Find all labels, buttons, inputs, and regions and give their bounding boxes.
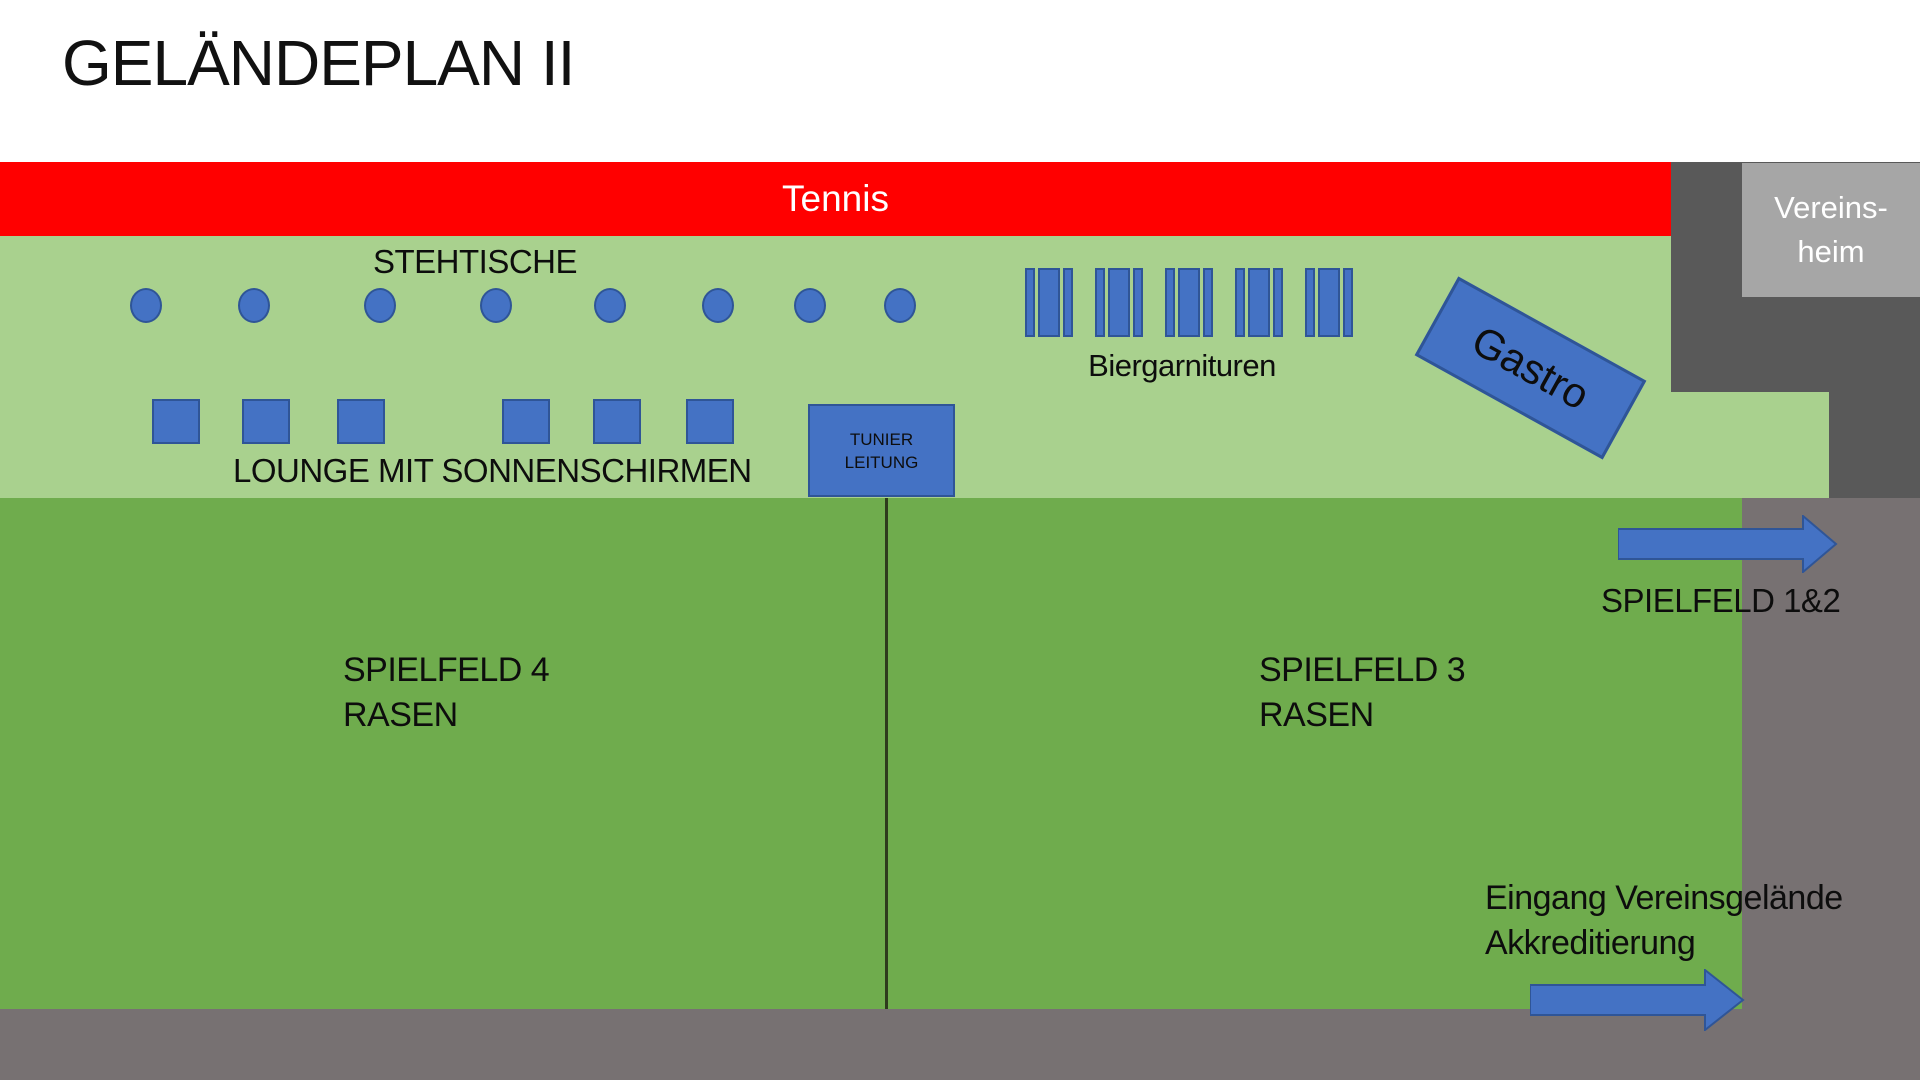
biergarnitur-set [1095, 268, 1143, 337]
vereinsheim-label-line1: Vereins- [1774, 190, 1888, 225]
tennis-label: Tennis [782, 178, 889, 219]
vereinsheim-label-line2: heim [1797, 234, 1865, 269]
stehtisch-table [594, 288, 626, 323]
biergarnitur-bench [1203, 268, 1213, 337]
access-area-block [1829, 392, 1920, 498]
turnierleitung-label-line2: LEITUNG [844, 452, 919, 472]
biergarnitur-bench [1305, 268, 1315, 337]
biergarnitur-bench [1235, 268, 1245, 337]
spielfeld12-label: SPIELFELD 1&2 [1601, 582, 1841, 619]
biergarnitur-set [1235, 268, 1283, 337]
lounge-label: LOUNGE MIT SONNENSCHIRMEN [233, 452, 752, 489]
stehtisch-table [130, 288, 162, 323]
stehtisch-table [884, 288, 916, 323]
lounge-seat [242, 399, 290, 444]
vereinsheim-building: Vereins- heim [1742, 163, 1920, 297]
stehtisch-table [702, 288, 734, 323]
biergarnitur-bench [1165, 268, 1175, 337]
spielfeld4-label: SPIELFELD 4 RASEN [343, 651, 550, 734]
path-right-column [1742, 498, 1920, 1080]
path-bottom-strip [0, 1009, 1920, 1080]
lounge-seat [502, 399, 550, 444]
biergarnituren-label: Biergarnituren [1088, 348, 1276, 383]
turnierleitung-label-line1: TUNIER [849, 429, 914, 449]
biergarnitur-set [1305, 268, 1353, 337]
biergarnitur-bench [1273, 268, 1283, 337]
arrow-right-icon-spielfeld12 [1618, 515, 1838, 573]
stehtisch-table [238, 288, 270, 323]
biergarnitur-bench [1178, 268, 1200, 337]
lounge-seat [152, 399, 200, 444]
biergarnitur-bench [1248, 268, 1270, 337]
biergarnitur-bench [1343, 268, 1353, 337]
spielfeld3-label: SPIELFELD 3 RASEN [1259, 651, 1466, 734]
biergarnitur-bench [1063, 268, 1073, 337]
stehtisch-table [480, 288, 512, 323]
playing-fields-zone [0, 498, 1742, 1009]
biergarnitur-bench [1318, 268, 1340, 337]
biergarnitur-set [1165, 268, 1213, 337]
turnierleitung-box: TUNIER LEITUNG [808, 404, 955, 497]
biergarnitur-set [1025, 268, 1073, 337]
field-divider-line [885, 498, 888, 1009]
page-title: GELÄNDEPLAN II [62, 27, 575, 99]
stehtisch-table [364, 288, 396, 323]
biergarnitur-bench [1025, 268, 1035, 337]
biergarnitur-bench [1133, 268, 1143, 337]
hospitality-zone-extension [1671, 392, 1829, 498]
arrow-right-icon-eingang [1530, 969, 1745, 1031]
eingang-label: Eingang Vereinsgelände Akkreditierung [1485, 879, 1843, 962]
stehtische-label: STEHTISCHE [372, 243, 578, 280]
biergarnitur-bench [1095, 268, 1105, 337]
lounge-seat [686, 399, 734, 444]
lounge-seat [337, 399, 385, 444]
lounge-seat [593, 399, 641, 444]
tennis-courts-area: Tennis [0, 162, 1671, 236]
stehtisch-table [794, 288, 826, 323]
biergarnitur-bench [1108, 268, 1130, 337]
biergarnitur-bench [1038, 268, 1060, 337]
